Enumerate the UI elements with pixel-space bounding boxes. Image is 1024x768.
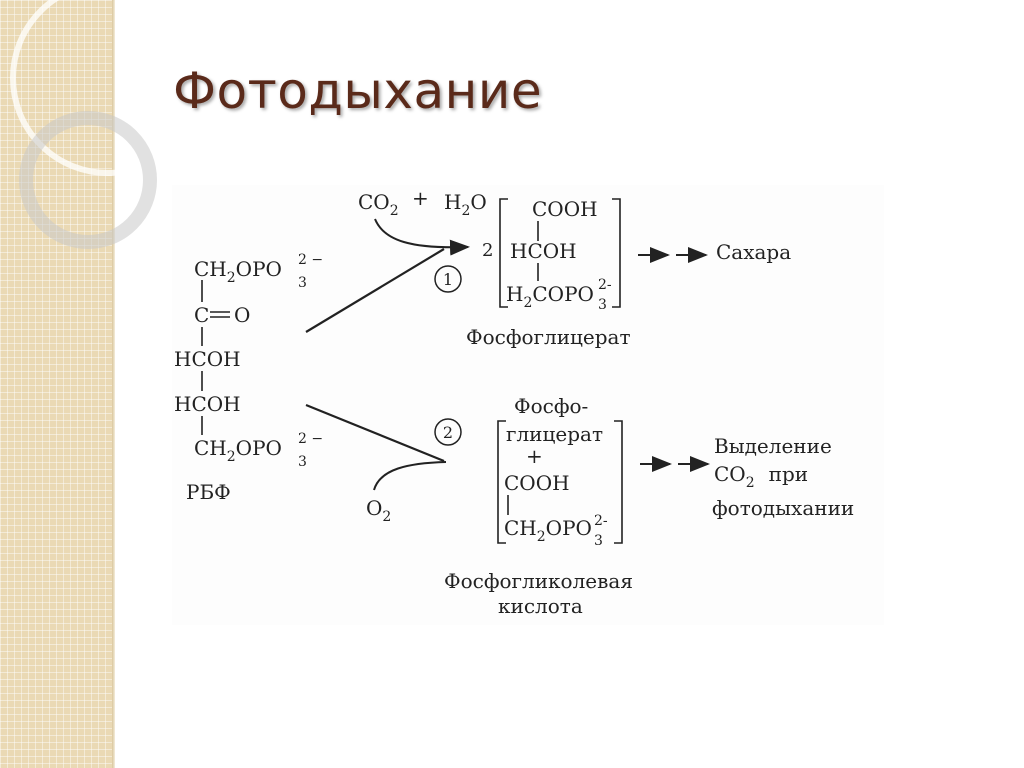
reaction1-product-phosphate: H2COPO: [506, 282, 594, 311]
reaction1-result: Сахара: [716, 240, 791, 264]
svg-text:CH2OPO: CH2OPO: [194, 436, 282, 465]
reaction1-co2: CO2: [358, 190, 399, 219]
reaction-2: 2 O2 Фосфо- глицерат + COOH CH2OPO 2- 3 …: [305, 394, 854, 618]
reaction2-product-line2: глицерат: [506, 422, 603, 446]
svg-text:2 −: 2 −: [298, 431, 323, 447]
reaction1-h2o: H2O: [444, 190, 487, 219]
reaction2-number-circle: [434, 418, 462, 446]
deco-ring-small: [19, 111, 157, 249]
reaction2-product-phosphate: CH2OPO: [504, 516, 592, 545]
svg-text:3: 3: [298, 454, 307, 470]
reaction1-product-cooh: COOH: [532, 197, 598, 221]
reaction1-number: 1: [443, 270, 453, 289]
reaction2-bracket-right: [614, 420, 623, 544]
svg-text:C: C: [194, 303, 209, 327]
svg-text:2-: 2-: [594, 513, 608, 529]
reaction1-product-label: Фосфоглицерат: [466, 325, 631, 349]
svg-text:O: O: [234, 303, 250, 327]
reaction2-o2: O2: [366, 496, 391, 525]
reaction1-product-hcoh: HCOH: [510, 239, 577, 263]
reaction2-product-plus: +: [526, 444, 543, 468]
side-band-edge: [112, 0, 115, 768]
reaction2-line: [305, 403, 445, 463]
svg-text:3: 3: [298, 275, 307, 291]
reaction1-coefficient: 2: [482, 240, 493, 261]
reaction2-bracket-left: [497, 420, 506, 544]
reaction2-product-label-2: кислота: [498, 594, 583, 618]
reaction1-line: [305, 248, 445, 333]
svg-text:3: 3: [598, 297, 607, 313]
svg-text:3: 3: [594, 533, 603, 549]
slide-title: Фотодыхание: [173, 62, 543, 120]
photorespiration-diagram: CH2OPO 2 − 3 C O HCOH HCOH CH2OPO 2 − 3 …: [174, 186, 854, 618]
reaction-1: CO2 + H2O 1 2 COOH HCOH H2COPO 2- 3 Фосф…: [305, 186, 791, 349]
svg-text:2-: 2-: [598, 277, 612, 293]
deco-ring-large: [10, 0, 200, 176]
reaction2-number: 2: [443, 423, 453, 442]
reaction1-bracket-right: [612, 198, 621, 308]
reaction1-number-circle: [434, 265, 462, 293]
reaction1-plus: +: [412, 186, 429, 210]
reaction2-product-label-1: Фосфогликолевая: [444, 569, 633, 593]
decorative-rings: [10, 0, 200, 249]
svg-text:HCOH: HCOH: [174, 347, 241, 371]
reaction2-product-line1: Фосфо-: [514, 394, 588, 418]
svg-text:2 −: 2 −: [298, 252, 323, 268]
rubp-structure: CH2OPO 2 − 3 C O HCOH HCOH CH2OPO 2 − 3 …: [174, 252, 323, 504]
svg-text:HCOH: HCOH: [174, 392, 241, 416]
reaction2-curved-line: [373, 461, 447, 491]
reaction2-result-1: Выделение: [714, 434, 832, 458]
reaction1-curved-arrow: [374, 218, 470, 256]
reaction2-result-3: фотодыхании: [712, 496, 854, 520]
svg-text:CH2OPO: CH2OPO: [194, 257, 282, 286]
diagram-panel: CH2OPO 2 − 3 C O HCOH HCOH CH2OPO 2 − 3 …: [172, 185, 884, 625]
reaction1-bracket-left: [499, 198, 508, 308]
rubp-label: РБФ: [186, 480, 231, 504]
reaction2-product-cooh: COOH: [504, 471, 570, 495]
